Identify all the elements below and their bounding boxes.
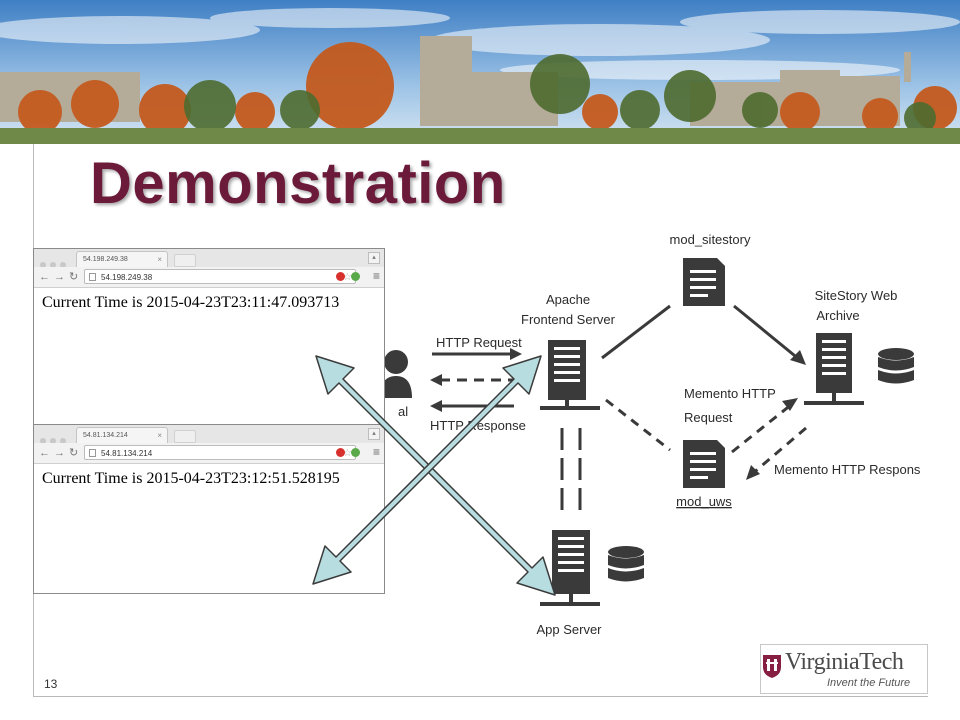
- sitestory-label-line2: Archive: [816, 308, 859, 323]
- apache-label-line1: Apache: [546, 292, 590, 307]
- http-response-arrowhead-1: [430, 374, 442, 386]
- window-controls[interactable]: [40, 255, 70, 273]
- user-label: al: [398, 404, 408, 419]
- double-arrow-ul-lr: [315, 355, 556, 596]
- slide-title: Demonstration: [90, 151, 506, 216]
- close-icon[interactable]: ×: [157, 255, 162, 264]
- http-request-arrowhead: [510, 348, 522, 360]
- http-response-arrowhead-2: [430, 400, 442, 412]
- apache-label-line2: Frontend Server: [521, 312, 616, 327]
- memento-request-line1: Memento HTTP: [684, 386, 776, 401]
- arrowhead-memento-request: [782, 398, 798, 411]
- arrowhead-memento-response: [746, 465, 760, 480]
- browser-window-1: 54.198.249.38 × ▴ ← → ↻ 54.198.249.38 ☆ …: [33, 248, 385, 426]
- browser-1-tabbar: 54.198.249.38 × ▴: [34, 249, 384, 268]
- menu-icon[interactable]: ≡: [372, 445, 380, 459]
- tab-title: 54.198.249.38: [83, 256, 128, 263]
- extension-icon[interactable]: [336, 272, 345, 281]
- http-response-label: HTTP Response: [430, 418, 526, 433]
- uws-to-archive-dashed: [731, 402, 793, 454]
- sitestory-database-icon: [878, 348, 914, 384]
- vt-shield-icon: [763, 655, 781, 678]
- user-profile-icon[interactable]: ▴: [368, 428, 380, 440]
- browser-2-toolbar: ← → ↻ 54.81.134.214 ☆ ≡: [34, 443, 384, 464]
- reload-icon[interactable]: ↻: [69, 271, 79, 283]
- page-content: Current Time is 2015-04-23T23:12:51.5281…: [42, 470, 340, 487]
- double-arrow-ur-ll: [312, 355, 542, 585]
- browser-1-toolbar: ← → ↻ 54.198.249.38 ☆ ≡: [34, 267, 384, 288]
- extension-icon[interactable]: [336, 448, 345, 457]
- new-tab-button[interactable]: [174, 430, 196, 443]
- mod-uws-label: mod_uws: [676, 494, 732, 509]
- browser-2-tabbar: 54.81.134.214 × ▴: [34, 425, 384, 444]
- arrowhead-archive: [790, 350, 806, 365]
- extension-icon[interactable]: [351, 272, 360, 281]
- extension-icon[interactable]: [351, 448, 360, 457]
- sitestory-archive-server-icon: [804, 333, 864, 405]
- back-arrow-icon[interactable]: ←: [39, 447, 50, 459]
- memento-response-label: Memento HTTP Respons: [774, 462, 921, 477]
- bookmark-star-icon[interactable]: ☆: [343, 448, 352, 459]
- apache-server-icon: [540, 340, 600, 410]
- apache-to-uws-dashed: [605, 398, 671, 452]
- campus-banner-image: [0, 0, 960, 144]
- apache-to-sitestory-line: [601, 304, 671, 360]
- page-content: Current Time is 2015-04-23T23:11:47.0937…: [42, 294, 340, 311]
- virginia-tech-logo: VirginiaTech Invent the Future: [760, 644, 928, 694]
- sitestory-label-line1: SiteStory Web: [815, 288, 898, 303]
- logo-wordmark: VirginiaTech: [785, 649, 904, 675]
- bookmark-star-icon[interactable]: ☆: [343, 272, 352, 283]
- user-profile-icon[interactable]: ▴: [368, 252, 380, 264]
- forward-arrow-icon[interactable]: →: [54, 447, 65, 459]
- mod-sitestory-document-icon: [683, 258, 725, 306]
- mod-sitestory-label: mod_sitestory: [670, 232, 751, 247]
- browser-1-tab[interactable]: 54.198.249.38 ×: [76, 251, 168, 267]
- sitestory-to-archive-line: [733, 304, 801, 362]
- address-bar[interactable]: 54.81.134.214 ☆: [84, 445, 356, 460]
- archive-to-uws-dashed: [751, 426, 807, 476]
- mod-uws-document-icon: [683, 440, 725, 488]
- address-bar[interactable]: 54.198.249.38 ☆: [84, 269, 356, 284]
- back-arrow-icon[interactable]: ←: [39, 271, 50, 283]
- page-icon: [89, 273, 96, 281]
- menu-icon[interactable]: ≡: [372, 269, 380, 283]
- browser-2-tab[interactable]: 54.81.134.214 ×: [76, 427, 168, 443]
- app-database-icon: [608, 546, 644, 582]
- app-server-icon: [540, 530, 600, 606]
- memento-request-line2: Request: [684, 410, 733, 425]
- reload-icon[interactable]: ↻: [69, 447, 79, 459]
- tab-title: 54.81.134.214: [83, 432, 128, 439]
- forward-arrow-icon[interactable]: →: [54, 271, 65, 283]
- http-request-label: HTTP Request: [436, 335, 522, 350]
- window-controls[interactable]: [40, 431, 70, 449]
- user-icon: [380, 350, 412, 398]
- slide-frame-bottom: [33, 696, 928, 697]
- page-icon: [89, 449, 96, 457]
- app-server-label: App Server: [536, 622, 602, 637]
- new-tab-button[interactable]: [174, 254, 196, 267]
- address-bar-url: 54.198.249.38: [101, 273, 153, 282]
- slide-number: 13: [44, 677, 58, 691]
- logo-tagline: Invent the Future: [827, 677, 911, 689]
- close-icon[interactable]: ×: [157, 431, 162, 440]
- address-bar-url: 54.81.134.214: [101, 449, 153, 458]
